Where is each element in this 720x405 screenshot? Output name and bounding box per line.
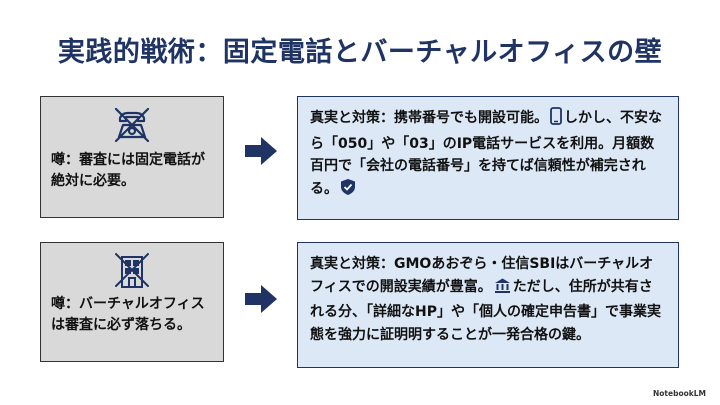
bank-icon <box>494 277 511 302</box>
notebooklm-logo-text: NotebookLM <box>652 389 706 398</box>
truth-card-office: 真実と対策：GMOあおぞら・住信SBIはバーチャルオフィスでの開設実績が豊富。た… <box>297 242 679 368</box>
truth-text-2: ただし、住所が共有される分、「詳細なHP」や「個人の確定申告書」で事業実態を強力… <box>310 278 661 343</box>
crossed-building-icon <box>111 249 153 291</box>
brand-logo: NotebookLM <box>653 389 706 398</box>
myth-text: 噂：審査には固定電話が絶対に必要。 <box>51 152 205 189</box>
truth-text-1: 真実と対策：携帯番号でも開設可能。 <box>310 110 548 126</box>
arrow-right-icon <box>243 134 279 172</box>
truth-card-phone: 真実と対策：携帯番号でも開設可能。しかし、不安なら「050」や「03」のIP電話… <box>297 96 679 220</box>
myth-card-office: 噂：バーチャルオフィスは審査に必ず落ちる。 <box>40 242 224 362</box>
page-title: 実践的戦術：固定電話とバーチャルオフィスの壁 <box>57 37 663 68</box>
crossed-phone-icon <box>110 103 154 147</box>
myth-text: 噂：バーチャルオフィスは審査に必ず落ちる。 <box>51 296 205 333</box>
myth-card-phone: 噂：審査には固定電話が絶対に必要。 <box>40 96 224 218</box>
shield-check-icon <box>340 178 356 204</box>
arrow-right-icon <box>243 282 279 320</box>
truth-text-2: しかし、不安なら「050」や「03」のIP電話サービスを利用。月額数百円で「会社… <box>310 110 662 197</box>
mobile-phone-icon <box>550 107 562 133</box>
truth-text-1: 真実と対策：GMOあおぞら・住信SBIはバーチャルオフィスでの開設実績が豊富。 <box>310 256 654 295</box>
